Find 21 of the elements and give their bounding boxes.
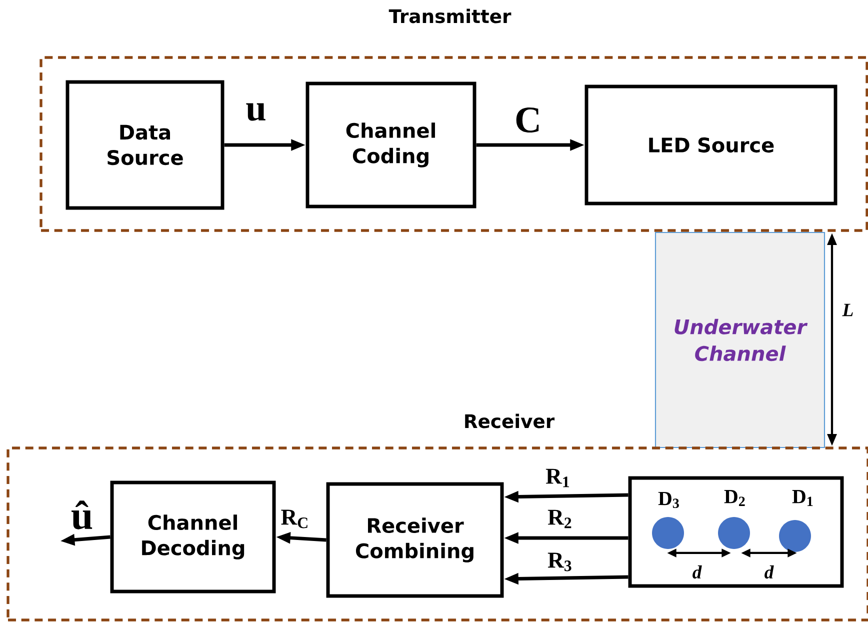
edge-label: R$_{2}$ xyxy=(548,510,572,528)
detector-label: D$_{2}$ xyxy=(724,490,745,506)
process-box: LED Source xyxy=(584,84,838,206)
edge-label: û xyxy=(72,500,92,530)
dimension-label: d xyxy=(692,565,702,579)
edge-label: R$_{3}$ xyxy=(548,552,572,572)
process-box: Data Source xyxy=(66,80,224,210)
channel-box: Underwater Channel xyxy=(654,232,826,448)
detector-label: D$_{1}$ xyxy=(792,490,813,506)
detector-label: D$_{3}$ xyxy=(658,492,679,508)
process-box: Channel Decoding xyxy=(110,480,276,594)
group-title: Transmitter xyxy=(388,8,512,24)
edge-label: R$_{C}$ xyxy=(281,510,308,528)
dimension-label: L xyxy=(842,304,853,316)
process-box: Channel Coding xyxy=(306,82,476,208)
edge-label: C xyxy=(516,107,539,133)
process-box: Receiver Combining xyxy=(326,482,504,598)
edge-label: u xyxy=(246,103,266,121)
dimension-label: d xyxy=(764,565,774,579)
group-title: Receiver xyxy=(465,414,555,428)
edge-label: R$_{1}$ xyxy=(546,468,569,488)
